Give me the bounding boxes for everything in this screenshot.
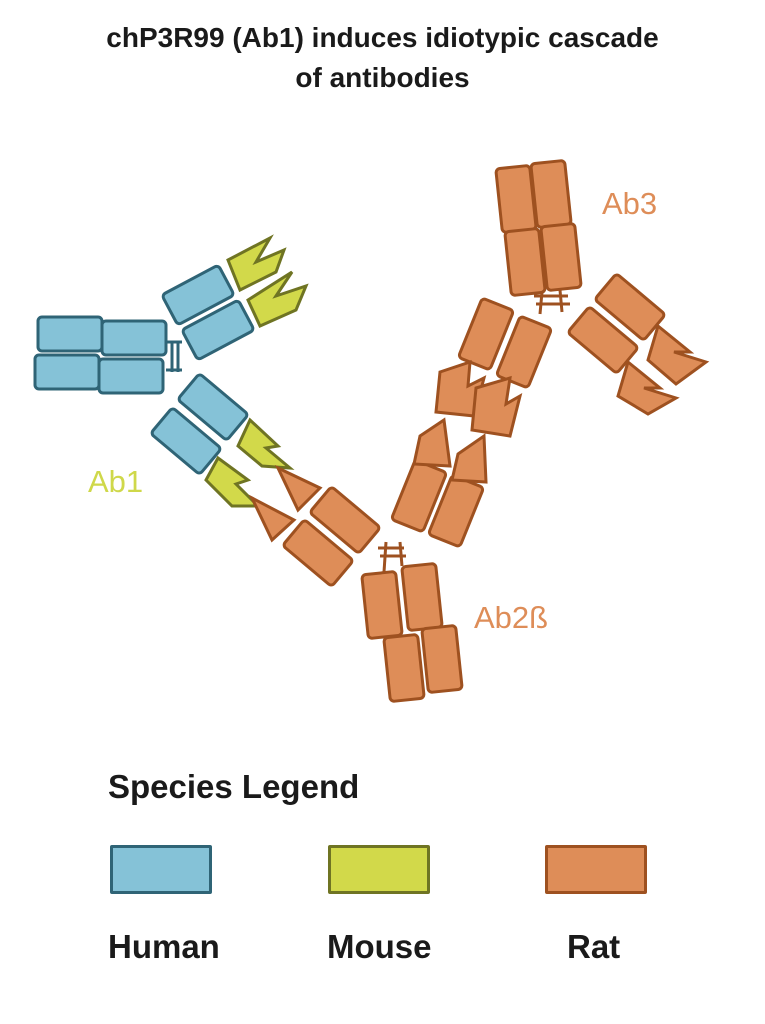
ab1-hinge bbox=[166, 340, 182, 372]
ab3-antibody bbox=[434, 158, 710, 438]
diagram-title: chP3R99 (Ab1) induces idiotypic cascade … bbox=[0, 18, 765, 98]
ab3-hinge bbox=[534, 289, 570, 315]
ab2b-antibody bbox=[248, 417, 488, 704]
ab3-fc-region bbox=[494, 158, 583, 298]
legend-swatch-mouse bbox=[328, 845, 430, 894]
legend-label-rat: Rat bbox=[567, 928, 621, 965]
legend-swatch-human bbox=[110, 845, 212, 894]
ab3-label: Ab3 bbox=[602, 186, 658, 221]
legend-label-human: Human bbox=[108, 928, 220, 965]
ab3-right-fab bbox=[566, 271, 710, 416]
ab1-upper-fab bbox=[160, 234, 309, 362]
legend-swatch-rat bbox=[545, 845, 647, 894]
ab2b-label: Ab2ß bbox=[474, 600, 549, 635]
ab1-lower-fab bbox=[149, 371, 295, 508]
ab2b-left-fab bbox=[248, 464, 382, 589]
ab1-label: Ab1 bbox=[88, 464, 144, 499]
ab2b-fc-region bbox=[360, 561, 464, 704]
ab3-left-fab bbox=[434, 296, 554, 438]
legend-title: Species Legend bbox=[108, 768, 360, 805]
title-line-2: of antibodies bbox=[295, 62, 470, 93]
ab1-antibody bbox=[33, 234, 309, 508]
title-line-1: chP3R99 (Ab1) induces idiotypic cascade bbox=[106, 22, 659, 53]
ab1-fc-region bbox=[33, 315, 168, 395]
legend-label-mouse: Mouse bbox=[327, 928, 432, 965]
ab2b-hinge bbox=[378, 541, 406, 573]
ab2b-right-fab bbox=[389, 417, 488, 549]
